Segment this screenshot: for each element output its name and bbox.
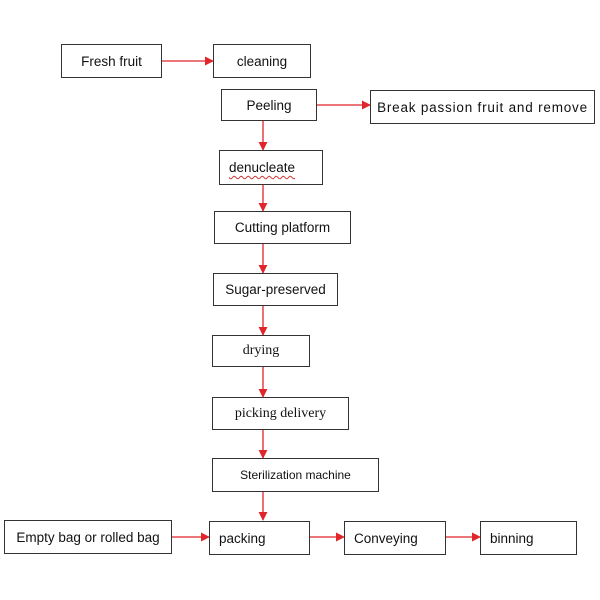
node-break-passion-fruit: Break passion fruit and remove [370,90,595,124]
node-packing-label: packing [219,530,266,546]
node-cutting-platform-label: Cutting platform [234,220,331,235]
node-binning: binning [480,521,577,555]
node-sterilization-machine-label: Sterilization machine [240,468,351,482]
node-picking-delivery-label: picking delivery [234,405,327,421]
node-sugar-preserved: Sugar-preserved [213,273,338,306]
node-empty-bag: Empty bag or rolled bag [4,520,172,554]
node-conveying-label: Conveying [354,530,418,546]
node-denucleate: denucleate [219,150,323,185]
node-cutting-platform: Cutting platform [214,211,351,244]
node-drying: drying [212,335,310,367]
node-conveying: Conveying [344,521,446,555]
node-sterilization-machine: Sterilization machine [212,458,379,492]
node-fresh-fruit-label: Fresh fruit [81,53,142,69]
node-break-passion-fruit-label: Break passion fruit and remove [377,99,588,115]
node-empty-bag-label: Empty bag or rolled bag [16,529,160,545]
node-drying-label: drying [242,343,280,358]
node-packing: packing [209,521,310,555]
node-sugar-preserved-label: Sugar-preserved [225,282,326,297]
node-fresh-fruit: Fresh fruit [61,44,162,78]
node-cleaning-label: cleaning [236,53,288,69]
node-cleaning: cleaning [213,44,311,78]
node-picking-delivery: picking delivery [212,397,349,430]
node-peeling: Peeling [221,89,317,121]
node-denucleate-label: denucleate [229,160,296,175]
node-binning-label: binning [490,530,534,546]
node-peeling-label: Peeling [246,97,292,113]
